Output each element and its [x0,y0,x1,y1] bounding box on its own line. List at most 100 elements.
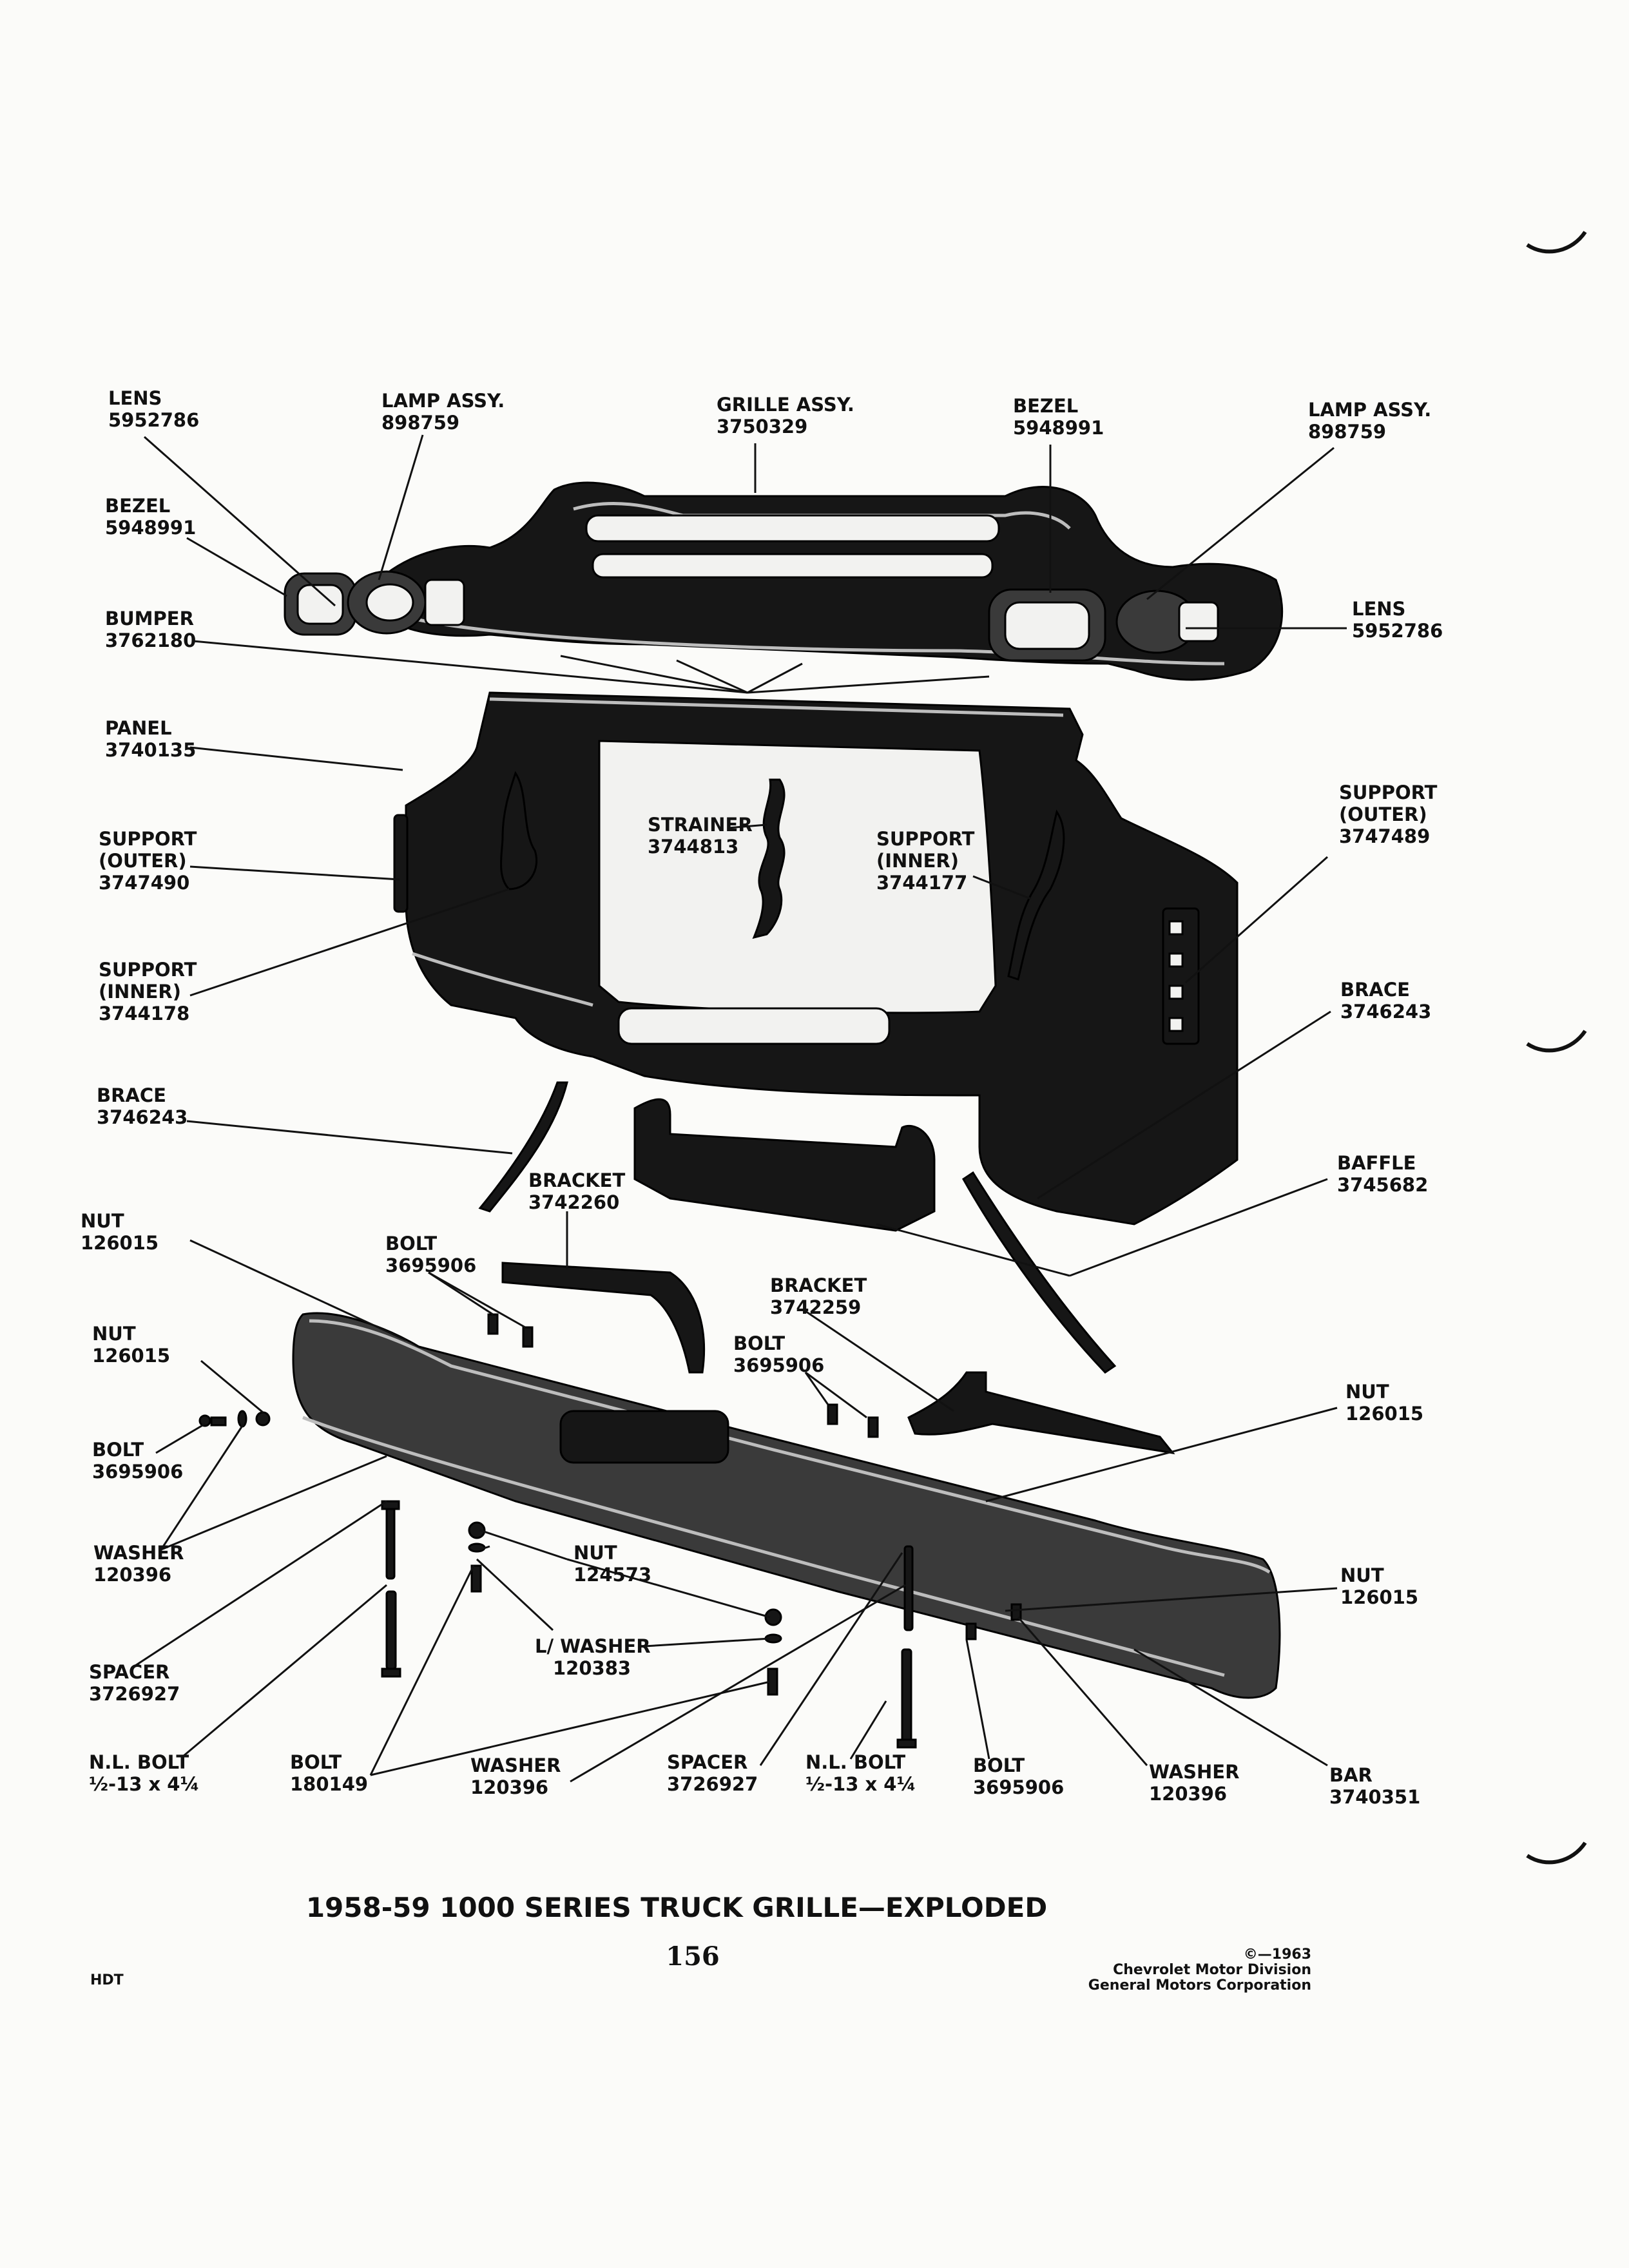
bezel-l-part: 5948991 [105,517,196,539]
grille-name: GRILLE ASSY. [717,394,854,416]
support-inner-l-part: 3744178 [99,1003,189,1024]
bar-part: 3740351 [1329,1786,1420,1808]
bumper-bar [292,1312,1281,1699]
lamp-tl-name: LAMP ASSY. [381,390,505,412]
spacer-l-name: SPACER [89,1661,169,1683]
support-outer-r-sub: (OUTER) [1339,803,1427,825]
copyright-corporation: General Motors Corporation [1088,1977,1311,1994]
support-outer-left [393,814,409,913]
support-outer-l-sub: (OUTER) [99,850,187,872]
bracket-c-part: 3742260 [528,1191,619,1213]
support-inner-c-part: 3744177 [876,872,967,894]
lens-r-part: 5952786 [1352,620,1443,642]
support-inner-left [500,771,538,890]
support-outer-right [1162,907,1200,1045]
spacer-l-part: 3726927 [89,1683,180,1705]
nut-1-name: NUT [81,1210,124,1232]
bezel-tc-name: BEZEL [1013,395,1078,417]
spacer-b-name: SPACER [667,1751,747,1773]
radiator-panel [405,691,1239,1225]
strainer-part: 3744813 [648,836,738,858]
nlbolt-l-name: N.L. BOLT [89,1751,189,1773]
nut-2-part: 126015 [92,1345,170,1367]
support-inner-c-sub: (INNER) [876,850,959,872]
margin-mark [1526,231,1587,254]
lens-tl-name: LENS [108,387,162,409]
bumper-name: BUMPER [105,608,194,629]
leader-lines [135,434,1347,1783]
support-inner-c-name: SUPPORT [876,828,975,850]
bolt-1-name: BOLT [385,1233,437,1254]
baffle-name: BAFFLE [1337,1152,1416,1174]
copyright-year: ©—1963 [1244,1946,1311,1963]
nlbolt-b-name: N.L. BOLT [805,1751,905,1773]
bracket-3742260 [501,1262,705,1374]
bolt-1-part: 3695906 [385,1254,476,1276]
baffle-part: 3745682 [1337,1174,1428,1196]
brace-l-part: 3746243 [97,1106,188,1128]
bracket-c-name: BRACKET [528,1169,625,1191]
brace-left [478,1081,568,1213]
strainer [752,778,786,939]
grille-part: 3750329 [717,416,807,437]
washer-l-part: 120396 [93,1564,171,1586]
washer-b-name: WASHER [470,1754,561,1776]
callout-labels: LENS 5952786 LAMP ASSY. 898759 GRILLE AS… [81,387,1443,1808]
nut-r2-name: NUT [1340,1564,1384,1586]
strainer-name: STRAINER [648,814,753,836]
bumper-part: 3762180 [105,629,196,651]
nut-2-name: NUT [92,1323,136,1345]
support-outer-r-part: 3747489 [1339,825,1430,847]
page-code: HDT [90,1972,124,1988]
brace-r-name: BRACE [1340,979,1410,1001]
baffle [633,1098,936,1232]
lens-r-name: LENS [1352,598,1405,620]
lamp-tl-part: 898759 [381,412,459,434]
right-lamp [988,588,1219,662]
support-outer-l-name: SUPPORT [99,828,197,850]
washer-r-part: 120396 [1149,1783,1227,1805]
bolt-l-part: 3695906 [92,1461,183,1483]
bracket-3742259 [907,1371,1175,1455]
lens-tl-part: 5952786 [108,409,199,431]
margin-mark [1526,1030,1587,1053]
lamp-tr-name: LAMP ASSY. [1308,399,1431,421]
nlbolt-l-part: ½-13 x 4¼ [89,1773,200,1795]
brace-right [962,1171,1117,1374]
bolt-180149-part: 180149 [290,1773,368,1795]
bezel-tc-part: 5948991 [1013,417,1104,439]
left-lamp [284,570,465,636]
support-inner-right [1007,809,1065,981]
margin-mark [1526,1841,1587,1865]
bolt-b-part: 3695906 [973,1776,1064,1798]
nut-124573-part: 124573 [574,1564,651,1586]
support-inner-l-name: SUPPORT [99,959,197,981]
fasteners [198,1313,1022,1749]
lamp-tr-part: 898759 [1308,421,1386,443]
nut-1-part: 126015 [81,1232,159,1254]
support-outer-r-name: SUPPORT [1339,782,1438,803]
nut-124573-name: NUT [574,1542,617,1564]
panel-part: 3740135 [105,739,196,761]
bolt-2-name: BOLT [733,1332,785,1354]
brace-r-part: 3746243 [1340,1001,1431,1023]
support-inner-l-sub: (INNER) [99,981,181,1003]
washer-l-name: WASHER [93,1542,184,1564]
bolt-2-part: 3695906 [733,1354,824,1376]
brace-l-name: BRACE [97,1084,166,1106]
grille-assembly [284,481,1284,681]
page-number: 156 [666,1941,720,1972]
nlbolt-b-part: ½-13 x 4¼ [805,1773,916,1795]
nut-r1-part: 126015 [1345,1403,1423,1425]
nut-r2-part: 126015 [1340,1586,1418,1608]
bar-name: BAR [1329,1764,1373,1786]
support-outer-l-part: 3747490 [99,872,189,894]
panel-name: PANEL [105,717,172,739]
bolt-b-name: BOLT [973,1754,1025,1776]
lwasher-part: 120383 [553,1657,631,1679]
washer-r-name: WASHER [1149,1761,1239,1783]
page-title: 1958-59 1000 SERIES TRUCK GRILLE—EXPLODE… [306,1892,1047,1923]
bolt-l-name: BOLT [92,1439,144,1461]
copyright-division: Chevrolet Motor Division [1113,1962,1311,1978]
